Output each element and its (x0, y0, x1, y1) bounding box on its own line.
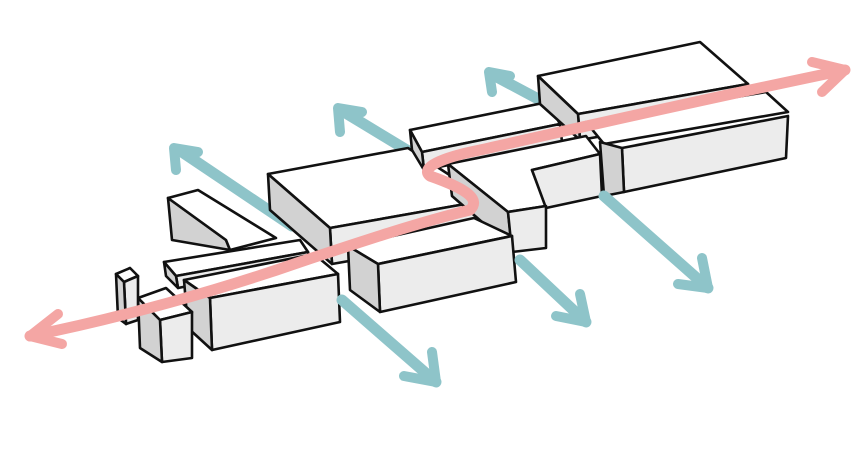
cross-flow-arrow-3-back (484, 67, 546, 106)
cross-flow-arrow-1-front (336, 294, 442, 388)
block-side-face (162, 260, 180, 290)
primary-axis-arrow (24, 57, 851, 349)
primary-axis-line (24, 64, 851, 342)
block-top-face (166, 188, 278, 252)
primary-axis-head-left (25, 309, 67, 349)
primary-axis-head-right (807, 57, 850, 97)
block-side-face (598, 140, 626, 198)
cross-flow-arrows-front (336, 190, 714, 388)
block-front-face (158, 310, 194, 364)
building-blocks (114, 40, 790, 364)
block-center-front (346, 216, 518, 314)
cross-flow-arrow-4-front (514, 254, 592, 328)
cross-flow-arrow-2-back (333, 103, 416, 158)
block-side-face (346, 244, 382, 314)
block-back-left-wing (166, 188, 278, 252)
block-side-face (266, 172, 334, 266)
cross-flow-arrow-5-front (598, 190, 714, 294)
